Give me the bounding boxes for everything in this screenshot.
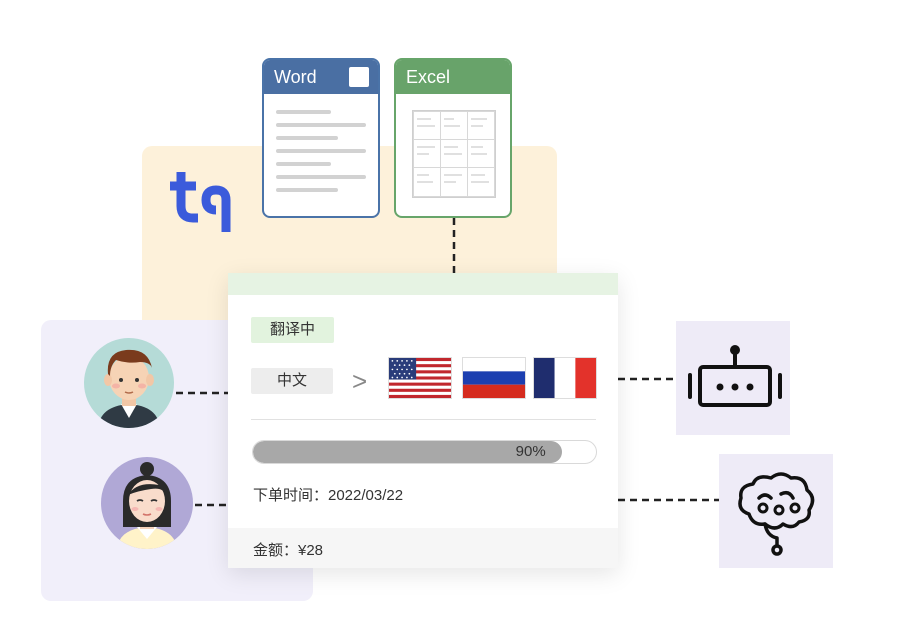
source-language-tag: 中文 [251,368,333,394]
progress-fill [253,441,562,463]
robot-agent-box [676,321,790,435]
translation-order-card[interactable]: 翻译中 中文 > [228,273,618,568]
male-avatar [84,338,174,428]
connector-woman [195,503,229,507]
spreadsheet-grid-icon [412,110,496,198]
brain-icon [738,472,815,556]
connector-excel-card [452,218,456,274]
order-time: 下单时间：2022/03/22 [253,487,404,504]
france-flag-icon [533,357,597,399]
chevron-right-icon: > [352,366,368,396]
status-badge: 翻译中 [251,317,334,343]
doc-text-line [276,123,366,127]
card-footer [228,528,618,568]
robot-icon [688,345,782,407]
card-top-bar [228,273,618,295]
word-document-card[interactable]: Word [262,58,380,218]
doc-text-line [276,162,331,166]
female-avatar [101,457,193,549]
doc-text-line [276,149,366,153]
connector-brain [618,498,719,502]
excel-spreadsheet-card[interactable]: Excel [394,58,512,218]
translation-progress-bar: 90% [252,440,597,464]
order-price: 金额：¥28 [253,542,324,559]
progress-label: 90% [515,443,546,460]
russia-flag-icon [462,357,526,399]
connector-robot [618,377,676,381]
doc-text-line [276,175,366,179]
doc-text-line [276,110,331,114]
translation-logo-icon [170,172,231,232]
brain-agent-box [719,454,833,568]
doc-text-line [276,188,338,192]
word-label: Word [274,67,317,87]
word-card-header: Word [264,60,378,94]
excel-label: Excel [406,67,451,87]
card-divider [251,419,596,420]
us-flag-icon [388,357,452,399]
excel-card-header: Excel [396,60,510,94]
word-checkbox-icon [349,67,369,87]
doc-text-line [276,136,338,140]
connector-man [176,391,230,395]
